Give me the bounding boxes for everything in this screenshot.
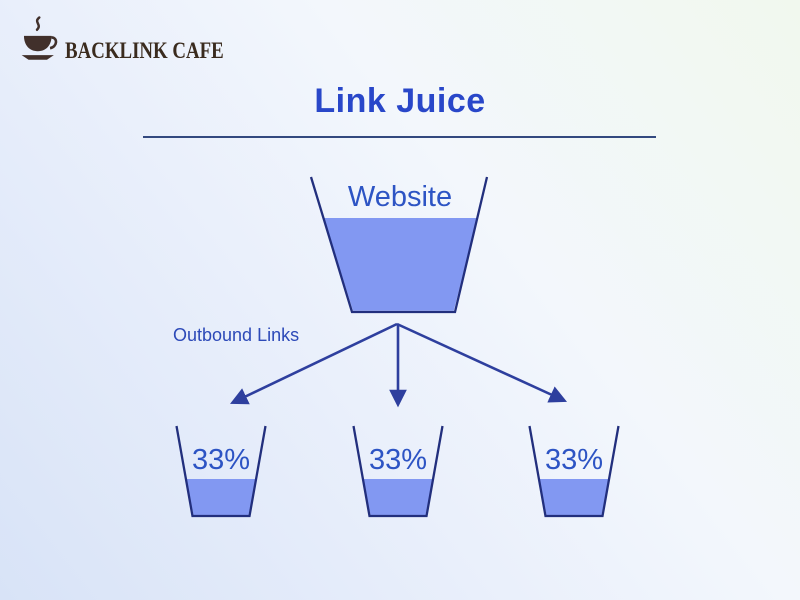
target-cup-3-juice <box>538 479 610 515</box>
source-cup-label: Website <box>348 181 452 213</box>
target-cup-1-outline <box>175 425 267 518</box>
target-cup-3-label: 33% <box>545 444 603 476</box>
arrow-right <box>396 322 568 403</box>
outbound-arrows <box>230 322 568 408</box>
target-cup-2: 33% <box>352 425 444 518</box>
brand-name: BACKLINK CAFE <box>65 38 224 63</box>
target-cup-2-label: 33% <box>369 444 427 476</box>
source-cup: Website <box>309 176 489 314</box>
source-cup-outline <box>309 176 489 314</box>
target-cup-3: 33% <box>528 425 620 518</box>
target-cup-1-juice <box>185 479 257 515</box>
target-cup-1-label: 33% <box>192 444 250 476</box>
page-title: Link Juice <box>314 82 486 120</box>
coffee-cup-icon <box>21 16 58 60</box>
brand-logo: BACKLINK CAFE <box>14 10 259 68</box>
target-cup-2-juice <box>362 479 434 515</box>
target-cup-2-outline <box>352 425 444 518</box>
target-cup-1: 33% <box>175 425 267 518</box>
arrow-left <box>230 322 398 405</box>
outbound-links-label: Outbound Links <box>173 325 299 345</box>
target-cup-3-outline <box>528 425 620 518</box>
title-underline <box>143 136 656 138</box>
source-cup-juice <box>324 218 477 311</box>
